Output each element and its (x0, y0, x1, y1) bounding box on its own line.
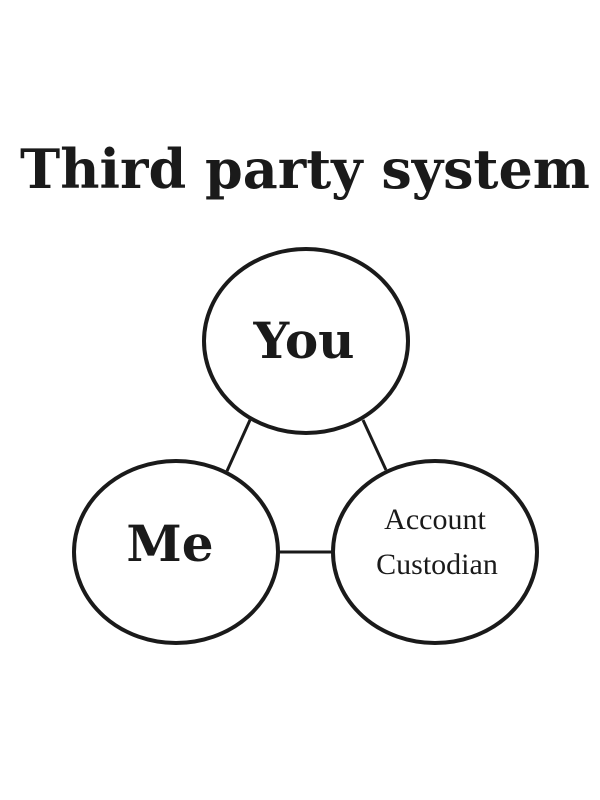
node-me-label: Me (126, 514, 213, 573)
node-custodian-circle (331, 459, 539, 645)
node-custodian: Account Custodian (331, 459, 539, 645)
node-me-circle (72, 459, 280, 645)
edge-you-me (225, 419, 252, 472)
node-you-label: You (252, 311, 354, 370)
node-you-circle (202, 247, 410, 435)
diagram-title: Third party system (20, 137, 590, 201)
node-custodian-label-line1: Account (384, 503, 486, 536)
node-you: You (202, 247, 410, 435)
node-custodian-label-line2: Custodian (376, 548, 498, 581)
node-me: Me (72, 459, 280, 645)
edge-you-custodian (361, 419, 388, 471)
